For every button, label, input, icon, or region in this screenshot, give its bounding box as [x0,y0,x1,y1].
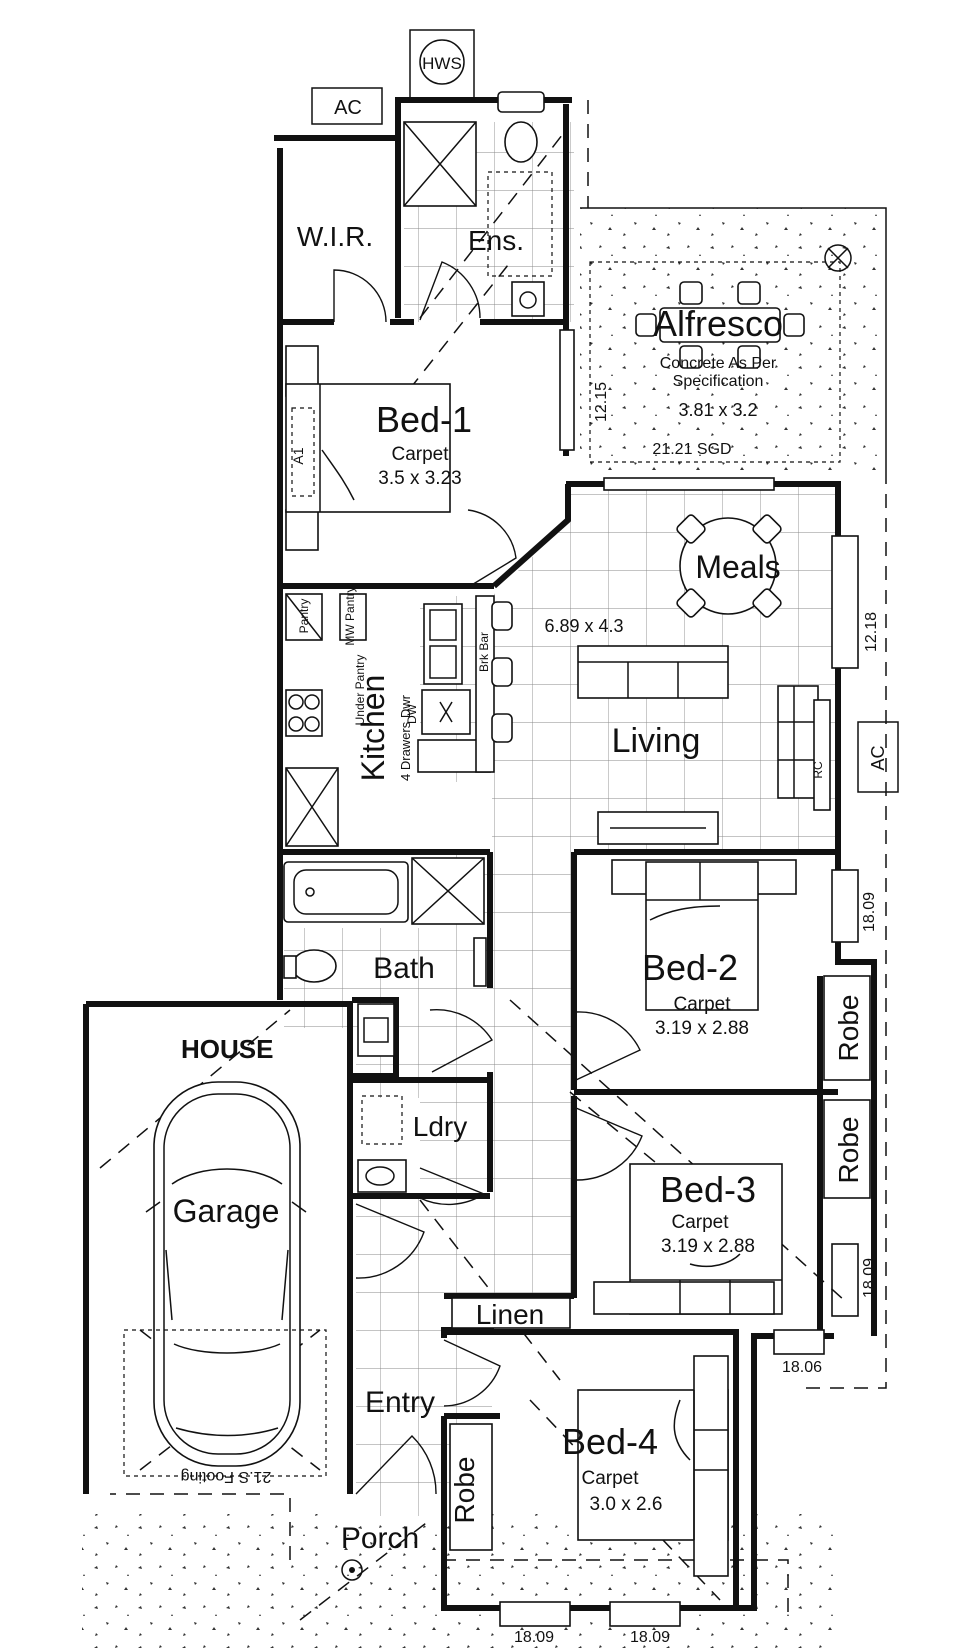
house-title: HOUSE [181,1034,273,1064]
ac-unit-top: AC [311,87,383,125]
under-pantry-label: Under Pantry [353,655,367,726]
robe-bed4-label: Robe [449,1457,480,1524]
dim-1806: 18.06 [782,1359,822,1376]
laundry-label: Ldry [413,1111,467,1142]
laundry-fixtures [357,1003,407,1193]
robes [449,975,871,1551]
dim-1215: 12.15 [593,382,610,422]
linen-cupboard [451,1297,571,1329]
roof-outline [110,100,887,1621]
bed3-furniture [593,1163,783,1315]
garage-label: Garage [173,1193,280,1229]
dim-1218: 12.18 [863,612,880,652]
dim-1809-d: 18.09 [630,1629,670,1646]
living-furniture: RC [577,645,831,845]
robe-bed2-label: Robe [833,995,864,1062]
room-labels: HOUSE W.I.R. Ens. Alfresco Concrete As P… [173,221,864,1555]
ac-side-label: AC [868,745,888,770]
kitchen-fixtures [285,593,513,847]
ac-unit-side: AC [857,721,899,793]
bath-label: Bath [373,952,435,985]
rc-label: RC [811,761,825,779]
car-icon [123,1081,327,1477]
entry-label: Entry [365,1386,435,1419]
alfresco-note-1: Concrete As Per [660,355,777,372]
bed1-size: 3.5 x 3.23 [378,468,461,489]
mw-pantry-label: MW Pantry [343,586,357,645]
bed2-floor: Carpet [673,994,731,1015]
pantry-label: Pantry [297,599,311,634]
ac-label: AC [334,97,362,119]
doors [333,261,643,1495]
bed1-floor: Carpet [391,444,449,465]
a1-label: A1 [290,447,306,464]
alfresco-size: 3.81 x 3.2 [678,400,757,420]
dim-1809-a: 18.09 [861,892,878,932]
bed1-furniture: A1 [285,345,451,551]
ensuite-label: Ens. [468,225,524,256]
bed4-furniture [577,1355,729,1577]
dim-2121-sgd: 21.21 SGD [652,441,731,458]
outdoor-table [635,281,805,369]
alfresco-label: Alfresco [653,303,783,344]
dim-1809-b: 18.09 [861,1258,878,1298]
bed2-size: 3.19 x 2.88 [655,1018,749,1039]
light-fixture-icon [824,244,852,272]
living-size: 6.89 x 4.3 [544,616,623,636]
walls [83,97,877,1611]
bed4-floor: Carpet [581,1468,639,1489]
meals-table [676,514,782,618]
meals-label: Meals [695,549,780,585]
hot-water-system: HWS [409,29,475,101]
bed2-furniture [611,859,797,1011]
bed4-size: 3.0 x 2.6 [590,1494,663,1515]
linen-label: Linen [476,1299,545,1330]
hws-label: HWS [422,54,462,73]
bed3-floor: Carpet [671,1212,729,1233]
wir-label: W.I.R. [297,221,373,252]
brekky-bar-label: Brk Bar [477,632,491,672]
dim-1809-c: 18.09 [514,1629,554,1646]
porch-label: Porch [341,1522,419,1555]
ensuite-fixtures [403,91,553,317]
windows [499,329,859,1627]
kitchen-label: Kitchen [355,675,391,782]
bed2-label: Bed-2 [642,947,738,988]
alfresco-note-2: Specification [673,373,764,390]
porch-light-icon [341,1559,363,1581]
bed4-label: Bed-4 [562,1421,658,1462]
living-label: Living [612,722,701,760]
dimension-labels: 12.15 21.21 SGD 12.18 18.09 18.09 18.06 … [514,382,880,1646]
bed3-size: 3.19 x 2.88 [661,1236,755,1257]
slab-note: 21.S Footing [181,1468,272,1485]
robe-bed3-label: Robe [833,1117,864,1184]
bed1-label: Bed-1 [376,399,472,440]
alfresco-area [580,207,887,470]
dw-label: DW [405,703,419,724]
bathroom-fixtures [283,857,487,987]
bed3-label: Bed-3 [660,1169,756,1210]
kitchen-note: 4 Drawers Dwr [398,694,413,781]
